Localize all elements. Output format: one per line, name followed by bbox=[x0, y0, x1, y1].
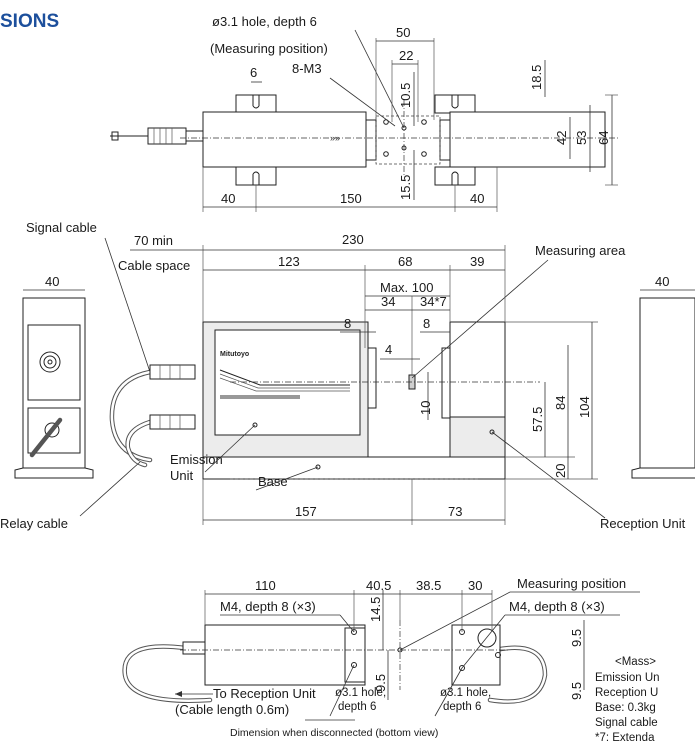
mass-line-4: Signal cable bbox=[595, 717, 658, 729]
dim-57-5: 57.5 bbox=[530, 407, 545, 432]
bottom-reception-body bbox=[451, 624, 501, 686]
emission-unit-label-1: Emission bbox=[170, 452, 223, 467]
bottom-view-caption: Dimension when disconnected (bottom view… bbox=[230, 727, 438, 739]
top-beam-arrows: »» bbox=[330, 133, 340, 143]
dim-39: 39 bbox=[470, 254, 484, 269]
dim-40-5: 40.5 bbox=[366, 578, 391, 593]
top-bracket-right-upper bbox=[434, 94, 476, 114]
hole-right-label-1: ø3.1 hole, bbox=[440, 687, 491, 699]
mass-line-1: Emission Un bbox=[595, 672, 660, 684]
bottom-view: Measuring position 110 40.5 38.5 30 M4, … bbox=[122, 576, 640, 739]
dim-4: 4 bbox=[385, 342, 392, 357]
top-reception-body bbox=[449, 111, 606, 168]
dim-34: 34 bbox=[381, 294, 395, 309]
dim-top-42: 42 bbox=[554, 131, 569, 145]
dim-104: 104 bbox=[577, 396, 592, 418]
dim-max100: Max. 100 bbox=[380, 280, 433, 295]
dim-10: 10 bbox=[418, 401, 433, 415]
m4-right-label: M4, depth 8 (×3) bbox=[509, 599, 605, 614]
bottom-emission-body bbox=[204, 624, 366, 686]
top-position-label: (Measuring position) bbox=[210, 41, 328, 56]
dim-34-note: 34*7 bbox=[420, 294, 447, 309]
signal-cable-label: Signal cable bbox=[26, 220, 97, 235]
top-bracket-right-lower bbox=[434, 166, 476, 186]
dim-20: 20 bbox=[553, 464, 568, 478]
mass-line-2: Reception U bbox=[595, 687, 658, 699]
signal-cable-line bbox=[109, 369, 153, 463]
dim-8-right: 8 bbox=[423, 316, 430, 331]
mass-line-5: *7: Extenda bbox=[595, 732, 655, 744]
emission-unit-label-2: Unit bbox=[170, 468, 194, 483]
dim-14-5: 14.5 bbox=[368, 597, 383, 622]
dim-9-5-left: 9.5 bbox=[373, 674, 388, 692]
dim-157: 157 bbox=[295, 504, 317, 519]
cable-space-min-label: 70 min bbox=[134, 233, 173, 248]
m4-left-label: M4, depth 8 (×3) bbox=[220, 599, 316, 614]
dim-top-18-5: 18.5 bbox=[529, 65, 544, 90]
dim-top-53: 53 bbox=[574, 131, 589, 145]
front-view: Mitutoyo 40 bbox=[0, 220, 695, 531]
dim-9-5-right-bot: 9.5 bbox=[569, 682, 584, 700]
top-view: »» ø3.1 hole, depth 6 (Measuring positio… bbox=[110, 14, 620, 212]
section-title: SIONS bbox=[0, 11, 59, 32]
dim-top-15-5: 15.5 bbox=[398, 175, 413, 200]
measuring-position-label: Measuring position bbox=[517, 576, 626, 591]
dim-110: 110 bbox=[255, 578, 276, 593]
dim-top-64: 64 bbox=[596, 131, 611, 145]
relay-cable-label: Relay cable bbox=[0, 516, 68, 531]
to-reception-label: To Reception Unit bbox=[213, 686, 316, 701]
dim-38-5: 38.5 bbox=[416, 578, 441, 593]
dim-side-40-right: 40 bbox=[655, 274, 669, 289]
cable-length-label: (Cable length 0.6m) bbox=[175, 702, 289, 717]
dim-30: 30 bbox=[468, 578, 482, 593]
side-view-right bbox=[639, 297, 695, 469]
mass-notes: <Mass> Emission Un Reception U Base: 0.3… bbox=[595, 656, 660, 744]
dim-73: 73 bbox=[448, 504, 462, 519]
dim-230: 230 bbox=[342, 232, 364, 247]
base-body bbox=[202, 456, 506, 480]
top-bracket-left-lower bbox=[235, 166, 277, 186]
dim-8-left: 8 bbox=[344, 316, 351, 331]
emission-unit-panel bbox=[214, 329, 361, 436]
top-hole-label: ø3.1 hole, depth 6 bbox=[212, 14, 317, 29]
top-thread-label: 8-M3 bbox=[292, 61, 322, 76]
top-emission-body bbox=[202, 111, 367, 168]
dim-123: 123 bbox=[278, 254, 300, 269]
dim-9-5-right-top: 9.5 bbox=[569, 629, 584, 647]
top-bracket-left-upper bbox=[235, 94, 277, 114]
mass-line-3: Base: 0.3kg bbox=[595, 702, 656, 714]
dim-top-10-5: 10.5 bbox=[398, 83, 413, 108]
emission-unit-logo: Mitutoyo bbox=[220, 351, 249, 358]
dim-top-40-left: 40 bbox=[221, 191, 235, 206]
dim-top-150: 150 bbox=[340, 191, 362, 206]
dim-top-40-right: 40 bbox=[470, 191, 484, 206]
hole-right-label-2: depth 6 bbox=[443, 701, 481, 713]
relay-connector bbox=[149, 414, 196, 430]
cable-space-label: Cable space bbox=[118, 258, 190, 273]
base-label: Base bbox=[258, 474, 288, 489]
reception-unit-label: Reception Unit bbox=[600, 516, 686, 531]
dim-top-22: 22 bbox=[399, 48, 413, 63]
dim-top-6: 6 bbox=[250, 65, 257, 80]
dim-68: 68 bbox=[398, 254, 412, 269]
dim-top-50: 50 bbox=[396, 25, 410, 40]
measuring-area-label: Measuring area bbox=[535, 243, 626, 258]
signal-connector bbox=[149, 364, 196, 380]
dim-side-40: 40 bbox=[45, 274, 59, 289]
dim-84: 84 bbox=[553, 396, 568, 410]
mass-heading: <Mass> bbox=[615, 656, 656, 668]
hole-left-label-1: ø3.1 hole, bbox=[335, 687, 386, 699]
hole-left-label-2: depth 6 bbox=[338, 701, 376, 713]
